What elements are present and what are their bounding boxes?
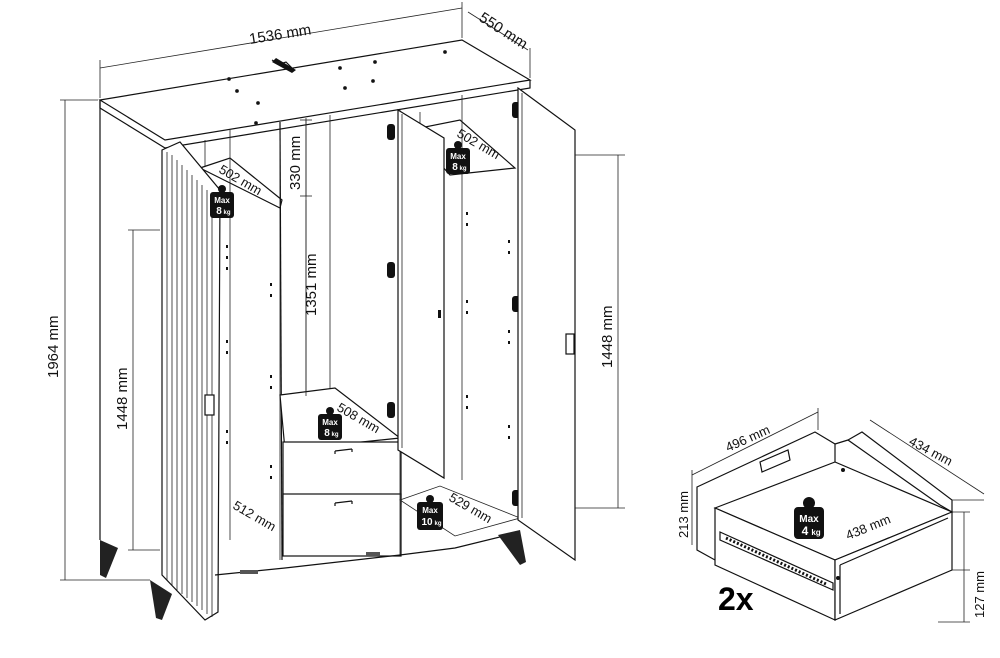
width-label: 1536 mm [248, 21, 312, 48]
drawer-right-side [846, 431, 953, 514]
svg-text:kg: kg [331, 432, 338, 438]
drawer-quantity: 2x [718, 581, 754, 617]
wall-bracket [272, 58, 296, 73]
right-front-leg [498, 530, 526, 565]
weight-badge-left-shelf: Max 8 kg [210, 185, 234, 218]
svg-text:kg: kg [434, 521, 441, 527]
right-bottom-width-label: 529 mm [447, 490, 495, 526]
weight-badge-middle-shelf: Max 8 kg [318, 407, 342, 440]
weight-badge-bottom: Max 10 kg [417, 495, 443, 530]
svg-text:Max: Max [214, 196, 230, 205]
lower-middle-drawer [282, 493, 402, 557]
left-fluted-door [161, 141, 221, 621]
left-back-leg [100, 540, 118, 578]
left-shelf [198, 157, 283, 209]
depth-label: 550 mm [476, 9, 531, 53]
svg-text:Max: Max [322, 418, 338, 427]
left-door-height-label: 1448 mm [114, 367, 131, 430]
svg-text:4: 4 [802, 524, 809, 538]
svg-text:8: 8 [452, 162, 458, 173]
svg-text:8: 8 [216, 206, 222, 217]
svg-text:kg: kg [811, 528, 820, 537]
hanging-height-label: 1351 mm [303, 253, 320, 316]
drawer-handle [759, 449, 791, 473]
svg-text:kg: kg [459, 166, 466, 172]
middle-door [397, 108, 445, 480]
weight-badge-right-shelf: Max 8 kg [446, 141, 470, 174]
weight-badge-drawer: Max 4 kg [794, 497, 824, 539]
left-bottom-width-label: 512 mm [231, 498, 279, 534]
shelf-pin-holes [226, 212, 510, 479]
right-door [517, 86, 576, 562]
shelf-gap-label: 330 mm [287, 136, 304, 190]
svg-text:10: 10 [421, 517, 433, 528]
svg-text:Max: Max [422, 506, 438, 515]
dimension-lines [60, 2, 625, 581]
left-door-handle [204, 394, 215, 416]
svg-text:8: 8 [324, 428, 330, 439]
top-holes [227, 50, 447, 125]
svg-text:Max: Max [799, 514, 819, 525]
drawer-height-label: 213 mm [676, 491, 691, 538]
drawer-runner [719, 531, 834, 591]
drawer-depth-label: 434 mm [907, 433, 956, 468]
wardrobe [98, 39, 576, 621]
svg-text:Max: Max [450, 152, 466, 161]
drawer-inner-height-label: 127 mm [972, 571, 987, 618]
right-door-height-label: 1448 mm [599, 305, 616, 368]
right-door-handle [565, 333, 575, 355]
height-label: 1964 mm [45, 315, 62, 378]
drawer [691, 408, 985, 623]
left-front-leg [150, 580, 172, 620]
svg-text:kg: kg [223, 210, 230, 216]
drawer-width-label: 496 mm [723, 422, 772, 455]
